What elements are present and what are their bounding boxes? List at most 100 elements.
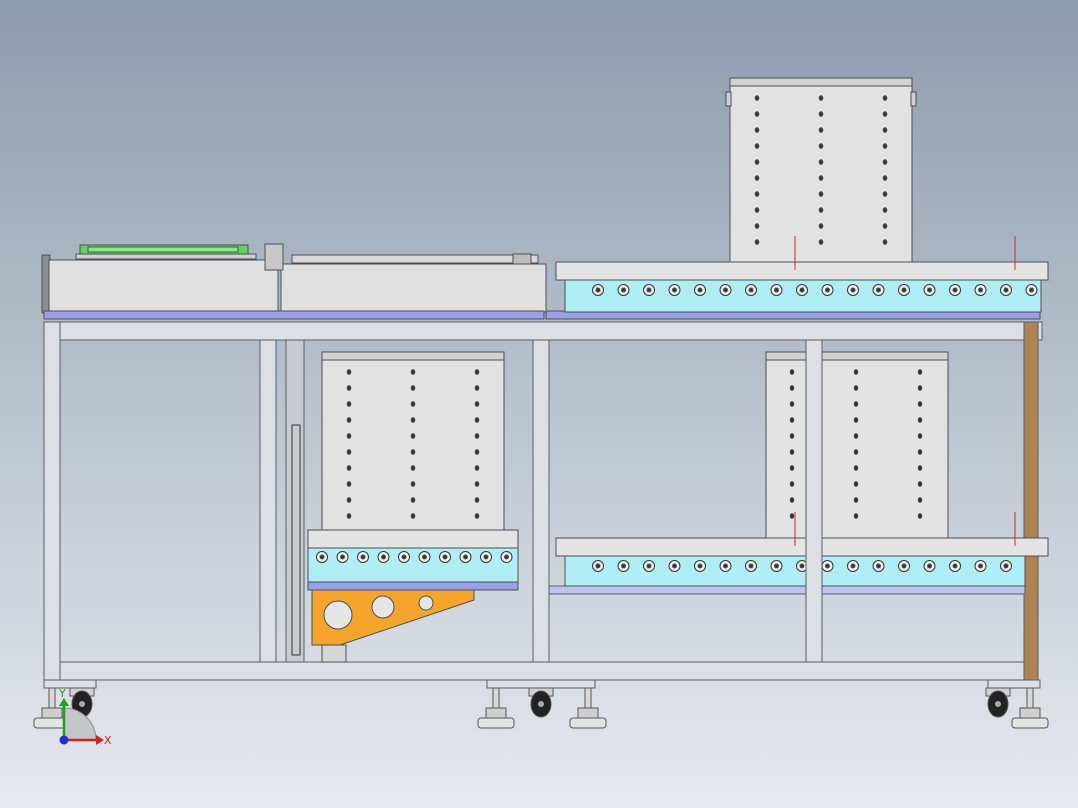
magazine-hole <box>789 433 795 439</box>
lower-left-conveyor-rail <box>307 529 519 549</box>
magazine-hole <box>754 239 760 245</box>
roller-hub <box>360 554 366 560</box>
roller-hub <box>748 563 754 569</box>
lift-column <box>321 644 347 663</box>
magazine-hole <box>346 385 352 391</box>
foot-plate-center <box>486 679 596 689</box>
leveler-pad <box>569 717 607 729</box>
magazine-hole <box>882 175 888 181</box>
roller-hub <box>442 554 448 560</box>
magazine-hole <box>346 433 352 439</box>
magazine-hole <box>917 401 923 407</box>
lower-right-magazine-lip <box>765 351 949 361</box>
magazine-hole <box>853 513 859 519</box>
magazine-hole <box>882 95 888 101</box>
magazine-hole <box>818 95 824 101</box>
roller-hub <box>595 287 601 293</box>
magazine-hole <box>818 175 824 181</box>
magazine-hole <box>853 465 859 471</box>
roller-hub <box>1003 563 1009 569</box>
roller-hub <box>504 554 509 560</box>
lower-left-magazine <box>307 351 519 663</box>
coordinate-triad-icon: X Y <box>58 687 112 747</box>
roller-hub <box>952 563 958 569</box>
caster-hub <box>79 701 85 707</box>
magazine-hole <box>818 127 824 133</box>
magazine-hole <box>410 433 416 439</box>
magazine-hole <box>754 95 760 101</box>
magazine-hole <box>818 223 824 229</box>
roller-hub <box>697 563 703 569</box>
roller-hub <box>621 563 626 569</box>
magazine-hole <box>346 481 352 487</box>
roller-hub <box>952 287 958 293</box>
roller-hub <box>646 287 652 293</box>
triad-x-label: X <box>104 734 112 747</box>
lower-shelf <box>548 585 1026 595</box>
magazine-hole <box>818 143 824 149</box>
triad-y-label: Y <box>58 687 66 700</box>
roller-hub <box>723 563 728 569</box>
magazine-hole <box>754 175 760 181</box>
magazine-hole <box>789 417 795 423</box>
magazine-hole <box>818 191 824 197</box>
lower-left-magazine-lip <box>321 351 505 361</box>
magazine-hole <box>346 513 352 519</box>
magazine-hole <box>474 481 480 487</box>
roller-hub <box>774 563 779 569</box>
magazine-hole <box>410 481 416 487</box>
magazine-hole <box>917 465 923 471</box>
foot-plate-left <box>43 679 97 689</box>
magazine-hole <box>474 449 480 455</box>
roller-hub <box>850 287 856 293</box>
roller-hub <box>978 287 983 293</box>
upper-magazine-lip <box>729 77 913 87</box>
roller-hub <box>463 554 468 560</box>
rod-cylinder <box>291 254 539 264</box>
main-frame <box>43 321 1043 689</box>
roller-hub <box>825 287 830 293</box>
magazine-hole <box>882 111 888 117</box>
frame-top-beam <box>43 321 1043 341</box>
upper-rollers <box>592 284 1038 296</box>
roller-hub <box>927 563 932 569</box>
roller-hub <box>978 563 983 569</box>
magazine-hole <box>818 159 824 165</box>
bracket-hole-mid <box>371 595 395 619</box>
caster-hub <box>995 701 1001 707</box>
magazine-hole <box>346 497 352 503</box>
magazine-hole <box>917 433 923 439</box>
roller-hub <box>340 554 345 560</box>
magazine-hole <box>474 385 480 391</box>
lower-right-rollers <box>592 560 1012 572</box>
magazine-hole <box>410 465 416 471</box>
upper-magazine-side-l <box>725 91 732 107</box>
leveler-nut <box>485 707 507 719</box>
magazine-hole <box>818 111 824 117</box>
triad-y-arrow <box>59 698 69 706</box>
roller-hub <box>1003 287 1009 293</box>
roller-hub <box>401 554 407 560</box>
lower-right-roller-bed <box>564 555 1026 587</box>
magazine-hole <box>917 449 923 455</box>
rod-nut <box>512 253 532 265</box>
triad-x-arrow <box>96 735 104 745</box>
roller-hub <box>697 287 703 293</box>
leveler-pad <box>1011 717 1049 729</box>
roller-hub <box>621 287 626 293</box>
bracket-hole-small <box>418 595 434 611</box>
magazine-hole <box>882 127 888 133</box>
roller-hub <box>646 563 652 569</box>
roller-hub <box>901 563 907 569</box>
leveler-nut <box>41 707 63 719</box>
carrier-rail <box>75 253 257 260</box>
magazine-hole <box>754 143 760 149</box>
frame-post-mid-right-front <box>805 339 823 663</box>
caster-hub <box>538 701 544 707</box>
magazine-hole <box>917 369 923 375</box>
lower-left-base-plate <box>307 581 519 591</box>
roller-hub <box>1029 287 1034 293</box>
green-carrier-inner <box>87 246 239 253</box>
upper-conveyor-rail <box>555 261 1049 281</box>
